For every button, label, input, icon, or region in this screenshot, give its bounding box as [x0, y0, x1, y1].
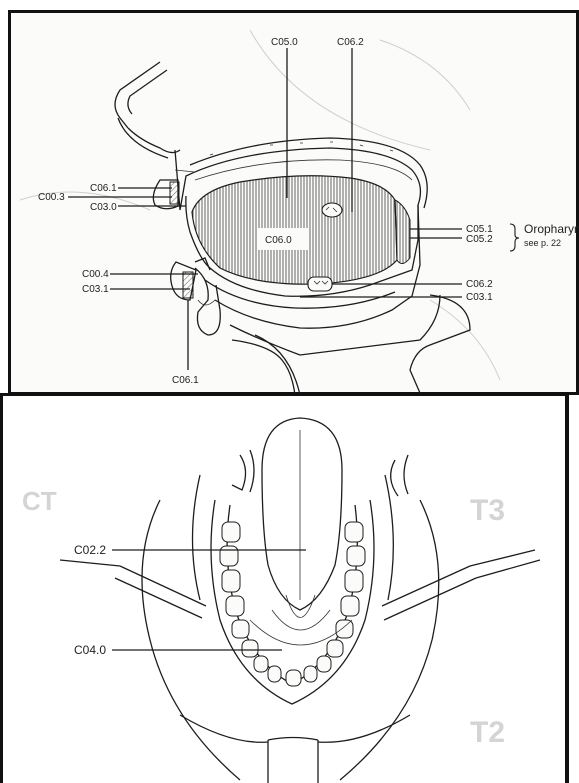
upper-lip: [153, 180, 179, 209]
label-c03-0: C03.0: [90, 202, 117, 213]
label-c05-0: C05.0: [271, 37, 298, 48]
label-c06-1-upper: C06.1: [90, 183, 117, 194]
label-c03-1-left: C03.1: [82, 284, 109, 295]
label-c03-1-right: C03.1: [466, 292, 493, 303]
label-c00-4: C00.4: [82, 269, 109, 280]
label-c05-2: C05.2: [466, 234, 493, 245]
label-see-page: see p. 22: [524, 238, 561, 248]
label-oropharynx: Oropharynx: [524, 222, 579, 236]
label-c06-2-upper: C06.2: [337, 37, 364, 48]
label-c00-3: C00.3: [38, 192, 65, 203]
oropharynx-brace: [510, 224, 519, 251]
label-c06-0: C06.0: [265, 235, 292, 246]
nose-profile: [115, 62, 180, 158]
label-c06-1-lower: C06.1: [172, 375, 199, 386]
floor-gland-detail: [308, 277, 332, 291]
oropharynx-hatched-area: [395, 200, 410, 264]
label-c06-2-lower: C06.2: [466, 279, 493, 290]
neck-outline: [232, 340, 295, 395]
open-mouth-panel: [0, 393, 569, 783]
uvula-detail: [322, 203, 342, 217]
